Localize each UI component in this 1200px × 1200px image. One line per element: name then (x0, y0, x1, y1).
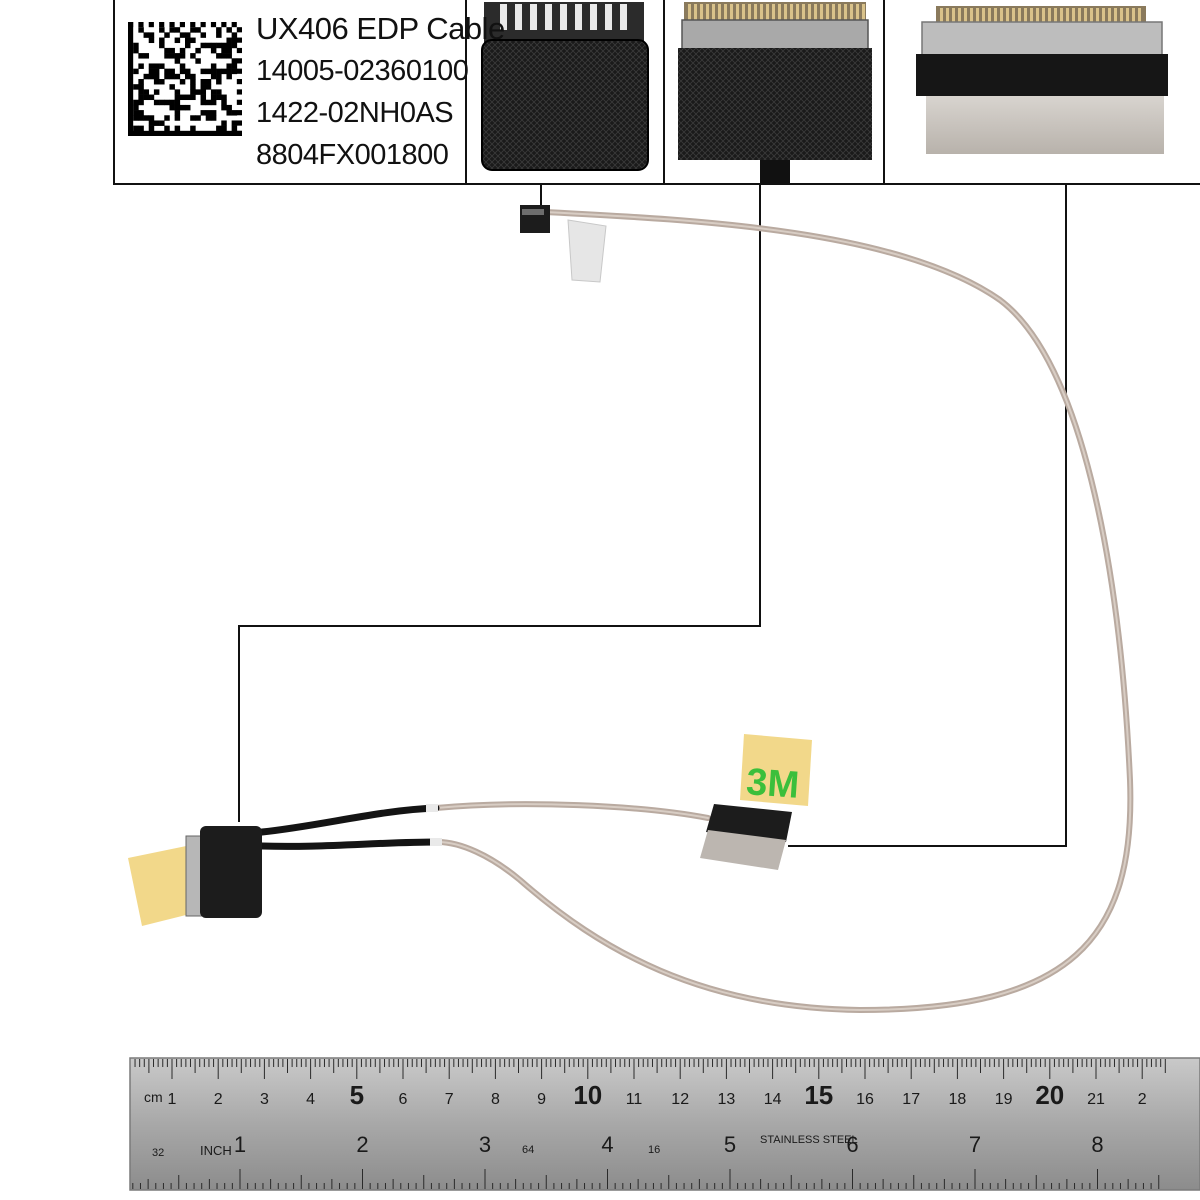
ruler-inch-label: 6 (846, 1132, 858, 1157)
ruler-cm-label: 13 (718, 1091, 736, 1108)
ruler-cm-label: 2 (1138, 1091, 1147, 1108)
ruler-inch-label: 8 (1091, 1132, 1103, 1157)
detail-photo-edp-connector (678, 2, 872, 184)
label-serial: 8804FX001800 (256, 139, 449, 171)
ruler-minor-label: 64 (522, 1144, 534, 1156)
ruler-cm-label: 6 (399, 1091, 408, 1108)
ruler-cm-label: 12 (671, 1091, 689, 1108)
leader-lines (238, 184, 1067, 847)
ruler-cm-label: 9 (537, 1091, 546, 1108)
ruler-inch-label: 1 (234, 1132, 246, 1157)
label-lot-code: 1422-02NH0AS (256, 97, 454, 129)
ruler-inch-label: 2 (356, 1132, 368, 1157)
ruler-inch-label: 5 (724, 1132, 736, 1157)
panel-connector: 3M (700, 734, 812, 870)
ruler-cm-label: 16 (856, 1091, 874, 1108)
ruler-cm-label: 15 (804, 1080, 833, 1110)
large-connector (128, 826, 262, 926)
ruler-cm-label: 4 (306, 1091, 315, 1108)
datamatrix-code (128, 22, 242, 136)
ruler-cm-unit: cm (144, 1089, 163, 1105)
ruler-cm-label: 7 (445, 1091, 454, 1108)
ruler-cm-label: 19 (995, 1091, 1013, 1108)
ruler-cm-label: 11 (626, 1091, 643, 1108)
ruler-cm-label: 2 (214, 1091, 223, 1108)
ruler-brand: STAINLESS STEEL (760, 1134, 858, 1146)
detail-photo-small-connector (481, 2, 649, 171)
detail-photo-wide-connector (916, 6, 1168, 154)
ruler-cm-label: 21 (1087, 1091, 1105, 1108)
ruler-cm-label: 3 (260, 1091, 269, 1108)
small-connector (520, 205, 607, 283)
ruler-cm-label: 8 (491, 1091, 500, 1108)
ruler-cm-label: 10 (573, 1080, 602, 1110)
ruler-inch-label: 3 (479, 1132, 491, 1157)
ruler-inch-label: 7 (969, 1132, 981, 1157)
ruler-minor-label: 16 (648, 1144, 660, 1156)
ruler-cm-label: 14 (764, 1091, 782, 1108)
top-panel-frame (113, 0, 1200, 185)
ruler-cm-label: 18 (949, 1091, 967, 1108)
edp-cable (258, 209, 1134, 1014)
label-model: UX406 EDP Cable (256, 11, 505, 46)
ruler-inch-unit: INCH (200, 1143, 232, 1158)
sticker-3m-text: 3M (745, 761, 801, 807)
ruler-cm-label: 20 (1035, 1080, 1064, 1110)
product-label: UX406 EDP Cable 14005-02360100 1422-02NH… (256, 8, 505, 176)
ruler-cm-label: 17 (902, 1091, 920, 1108)
ruler-minor-label: 32 (152, 1147, 164, 1159)
ruler-cm-label: 1 (168, 1091, 177, 1108)
ruler-cm-label: 5 (350, 1080, 364, 1110)
label-part-number: 14005-02360100 (256, 55, 469, 87)
ruler-inch-label: 4 (601, 1132, 613, 1157)
